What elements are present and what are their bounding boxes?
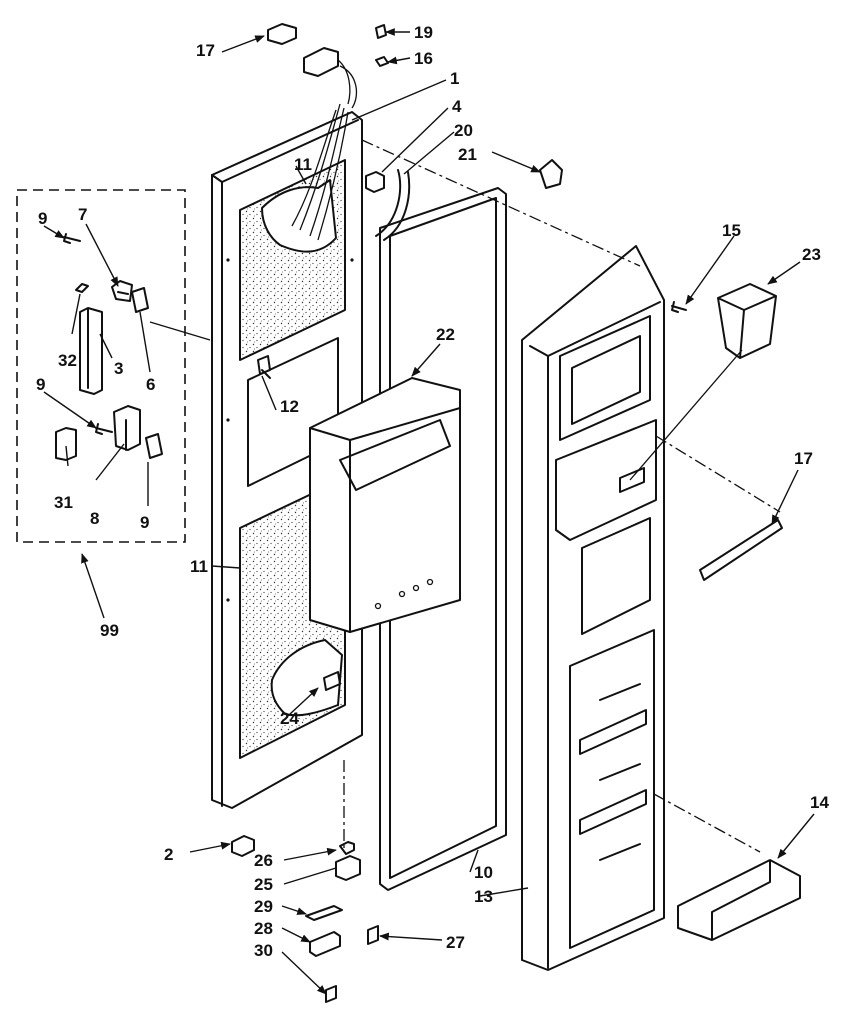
bushing-part-2 bbox=[231, 835, 255, 857]
callout-22: 22 bbox=[436, 325, 455, 344]
callout-26: 26 bbox=[254, 851, 273, 870]
block-part-31 bbox=[55, 427, 77, 461]
grommet-part-4 bbox=[365, 171, 385, 193]
callout-4: 4 bbox=[452, 97, 462, 116]
callout-15: 15 bbox=[722, 221, 741, 240]
kit-99-box bbox=[16, 189, 211, 543]
callout-21: 21 bbox=[458, 145, 477, 164]
trim-strip-part-16 bbox=[699, 519, 783, 581]
alignment-line bbox=[361, 139, 641, 267]
callout-25: 25 bbox=[254, 875, 273, 894]
callout-29: 29 bbox=[254, 897, 273, 916]
callout-30: 30 bbox=[254, 941, 273, 960]
funnel-part-23 bbox=[717, 283, 777, 359]
callout-32: 32 bbox=[58, 351, 77, 370]
callout-9-top: 9 bbox=[38, 209, 47, 228]
bracket-part-5 bbox=[111, 280, 133, 302]
pin-part-26 bbox=[339, 841, 355, 855]
callout-labels: 17 19 16 1 4 20 21 15 23 17 14 22 11 12 … bbox=[36, 23, 829, 960]
cap-part-21 bbox=[539, 159, 563, 189]
block-part-7 bbox=[113, 405, 141, 451]
callout-14: 14 bbox=[810, 793, 829, 812]
callout-3: 3 bbox=[114, 359, 123, 378]
plate-part-6 bbox=[131, 287, 149, 313]
plate-part-8 bbox=[145, 433, 163, 459]
callout-17: 16 bbox=[414, 49, 433, 68]
screw-part-27 bbox=[367, 925, 379, 945]
screw-part-9-top bbox=[63, 233, 81, 244]
dispenser-housing-part-22 bbox=[309, 377, 461, 633]
alignment-line bbox=[653, 793, 761, 853]
clip-part-12 bbox=[257, 355, 271, 379]
outer-door-part-13 bbox=[521, 245, 665, 971]
door-bin-part-14 bbox=[677, 859, 801, 941]
callout-19: 19 bbox=[414, 23, 433, 42]
plate-part-29 bbox=[305, 905, 343, 921]
callout-6: 6 bbox=[146, 375, 155, 394]
callout-5: 7 bbox=[78, 205, 87, 224]
callout-28: 28 bbox=[254, 919, 273, 938]
hinge-part-25 bbox=[335, 855, 361, 881]
callout-16: 17 bbox=[794, 449, 813, 468]
tube-part-20 bbox=[375, 169, 411, 241]
callout-9-bottom: 9 bbox=[36, 375, 45, 394]
connector-part-18 bbox=[267, 23, 297, 45]
callout-8: 9 bbox=[140, 513, 149, 532]
callout-1: 1 bbox=[450, 69, 459, 88]
leader-lines bbox=[43, 28, 815, 995]
screw-part-19 bbox=[375, 24, 387, 39]
callout-27: 27 bbox=[446, 933, 465, 952]
callout-99: 99 bbox=[100, 621, 119, 640]
callout-31: 31 bbox=[54, 493, 73, 512]
screw-part-9-bottom bbox=[95, 423, 113, 435]
callout-12: 12 bbox=[280, 397, 299, 416]
alignment-line bbox=[655, 435, 781, 513]
callout-10: 10 bbox=[474, 863, 493, 882]
callout-18: 17 bbox=[196, 41, 215, 60]
callout-7: 8 bbox=[90, 509, 99, 528]
harness-plug bbox=[303, 47, 339, 77]
door-gasket-part-10 bbox=[379, 187, 507, 891]
latch-part-24 bbox=[323, 671, 341, 691]
bar-part-3 bbox=[79, 307, 103, 395]
callout-2: 2 bbox=[164, 845, 173, 864]
screw-part-30 bbox=[325, 985, 337, 1003]
clip-part-17 bbox=[375, 56, 389, 67]
callout-23: 23 bbox=[802, 245, 821, 264]
screw-part-15 bbox=[671, 301, 687, 313]
callout-11-mid: 11 bbox=[190, 557, 208, 576]
callout-13: 13 bbox=[474, 887, 493, 906]
callout-11-top: 11 bbox=[294, 155, 312, 174]
callout-24: 24 bbox=[280, 709, 299, 728]
callout-20: 20 bbox=[454, 121, 473, 140]
plate-part-28 bbox=[309, 931, 341, 957]
clip-part-32 bbox=[75, 283, 89, 293]
